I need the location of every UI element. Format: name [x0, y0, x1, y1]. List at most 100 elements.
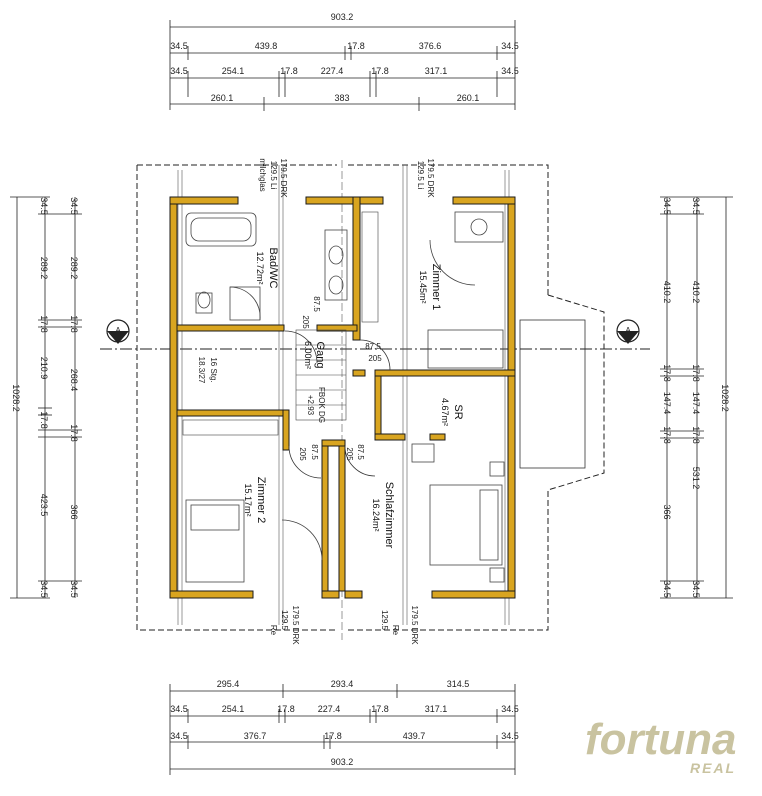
room-name-sr: SR	[452, 404, 464, 419]
room-name-bad: Bad/WC	[267, 248, 279, 289]
right-c1-dim: 531.2	[691, 467, 701, 490]
stairs	[295, 329, 347, 421]
left-c2-dim: 34.5	[69, 197, 79, 215]
door-swings	[284, 330, 391, 479]
bottom-r3-dim: 17.8	[324, 731, 342, 741]
bottom-r3-dim: 376.7	[244, 731, 267, 741]
right-dimensions	[660, 196, 733, 599]
bottom-r1-dim: 295.4	[217, 679, 240, 689]
room-name-gang: Gang	[314, 342, 326, 369]
room-area-sr: 4.67m²	[440, 398, 450, 426]
window-label: 179.5 DRK	[291, 605, 300, 645]
top-r2-dim: 17.8	[280, 66, 298, 76]
top-r3-dim: 383	[334, 93, 349, 103]
right-c2-dim: 366	[662, 504, 672, 519]
left-c1-dim: 17.8	[39, 411, 49, 429]
bottom-r3-dim: 34.5	[501, 731, 519, 741]
left-c2-dim: 268.4	[69, 369, 79, 392]
bottom-r2-dim: 254.1	[222, 704, 245, 714]
top-r1-dim: 376.6	[419, 41, 442, 51]
left-total-dim: 1028.2	[11, 384, 21, 412]
toilet	[195, 291, 213, 314]
walls	[169, 196, 516, 599]
balcony-outline	[519, 319, 586, 469]
right-c2-dim: 17.8	[691, 364, 701, 382]
fbok-height: +2.93	[306, 395, 315, 416]
right-c1-dim: 34.5	[662, 580, 672, 598]
window-label: Re	[391, 625, 400, 636]
left-c1-dim: 210.9	[39, 357, 49, 380]
top-r1-dim: 34.5	[170, 41, 188, 51]
room-name-zimmer2: Zimmer 2	[255, 477, 267, 523]
top-r2-dim: 227.4	[321, 66, 344, 76]
bottom-total-dim: 903.2	[331, 757, 354, 767]
left-c1-dim: 34.5	[39, 197, 49, 215]
left-c1-dim: 423.5	[39, 494, 49, 517]
left-c1-dim: 289.2	[39, 257, 49, 280]
window-label: milchglas	[258, 158, 267, 191]
logo-text: fortuna	[585, 715, 737, 764]
room-area-bad: 12.72m²	[255, 251, 265, 284]
room-name-schlafzimmer: Schlafzimmer	[383, 482, 395, 549]
door-width: 87.5	[312, 296, 321, 312]
left-c1-dim: 34.5	[39, 580, 49, 598]
window-label: 129.5	[280, 610, 289, 631]
section-label-right: A	[625, 326, 631, 335]
right-c2-dim: 147.4	[691, 392, 701, 415]
right-c2-dim: 34.5	[691, 580, 701, 598]
door-height: 205	[368, 354, 382, 363]
window-label: 179.5 DRK	[410, 605, 419, 645]
right-c1-dim: 34.5	[662, 197, 672, 215]
section-label-left: A	[115, 326, 121, 335]
door-width: 87.5	[365, 342, 381, 351]
left-c2-dim: 366	[69, 504, 79, 519]
bottom-r3-dim: 34.5	[170, 731, 188, 741]
top-total-dim: 903.2	[331, 12, 354, 22]
wardrobes	[182, 211, 379, 436]
bottom-r2-dim: 227.4	[318, 704, 341, 714]
bed-zimmer2	[185, 499, 323, 583]
right-c1-dim: 17.8	[662, 426, 672, 444]
door-height: 205	[301, 315, 310, 329]
washbasins	[324, 229, 348, 301]
bed-schlafzimmer	[411, 443, 505, 583]
bottom-r2-dim: 317.1	[425, 704, 448, 714]
top-r3-dim: 260.1	[457, 93, 480, 103]
right-c2-dim: 410.2	[691, 281, 701, 304]
top-r1-dim: 34.5	[501, 41, 519, 51]
fbok-label: FBOK DG	[317, 387, 326, 423]
left-dimensions	[10, 196, 82, 599]
bathtub	[185, 212, 257, 247]
left-c2-dim: 289.2	[69, 257, 79, 280]
top-r2-dim: 34.5	[501, 66, 519, 76]
shower	[229, 286, 261, 321]
bottom-r1-dim: 314.5	[447, 679, 470, 689]
top-r2-dim: 317.1	[425, 66, 448, 76]
right-c1-dim: 410.2	[662, 281, 672, 304]
window-label: 179.5 DRK	[279, 158, 288, 198]
right-c1-dim: 147.4	[662, 392, 672, 415]
window-label: 179.5 DRK	[426, 158, 435, 198]
bottom-r3-dim: 439.7	[403, 731, 426, 741]
top-r3-dim: 260.1	[211, 93, 234, 103]
desk-zimmer1	[427, 211, 504, 369]
top-r2-dim: 34.5	[170, 66, 188, 76]
fortuna-logo: fortuna REAL	[585, 715, 737, 776]
section-marker-right: A	[616, 319, 640, 344]
bottom-r1-dim: 293.4	[331, 679, 354, 689]
right-total-dim: 1028.2	[720, 384, 730, 412]
left-c1-dim: 17.8	[39, 315, 49, 333]
door-height: 205	[298, 447, 307, 461]
left-c2-dim: 17.8	[69, 424, 79, 442]
right-c1-dim: 17.8	[662, 364, 672, 382]
top-r2-dim: 17.8	[371, 66, 389, 76]
top-dimensions	[169, 20, 516, 111]
bottom-dimensions	[169, 684, 516, 775]
stairs-ratio: 18.3/27	[197, 357, 206, 384]
door-height: 205	[345, 447, 354, 461]
bottom-r2-dim: 34.5	[170, 704, 188, 714]
bottom-r2-dim: 34.5	[501, 704, 519, 714]
stairs-count: 16 Stg.	[209, 357, 218, 382]
door-width: 87.5	[310, 444, 319, 460]
